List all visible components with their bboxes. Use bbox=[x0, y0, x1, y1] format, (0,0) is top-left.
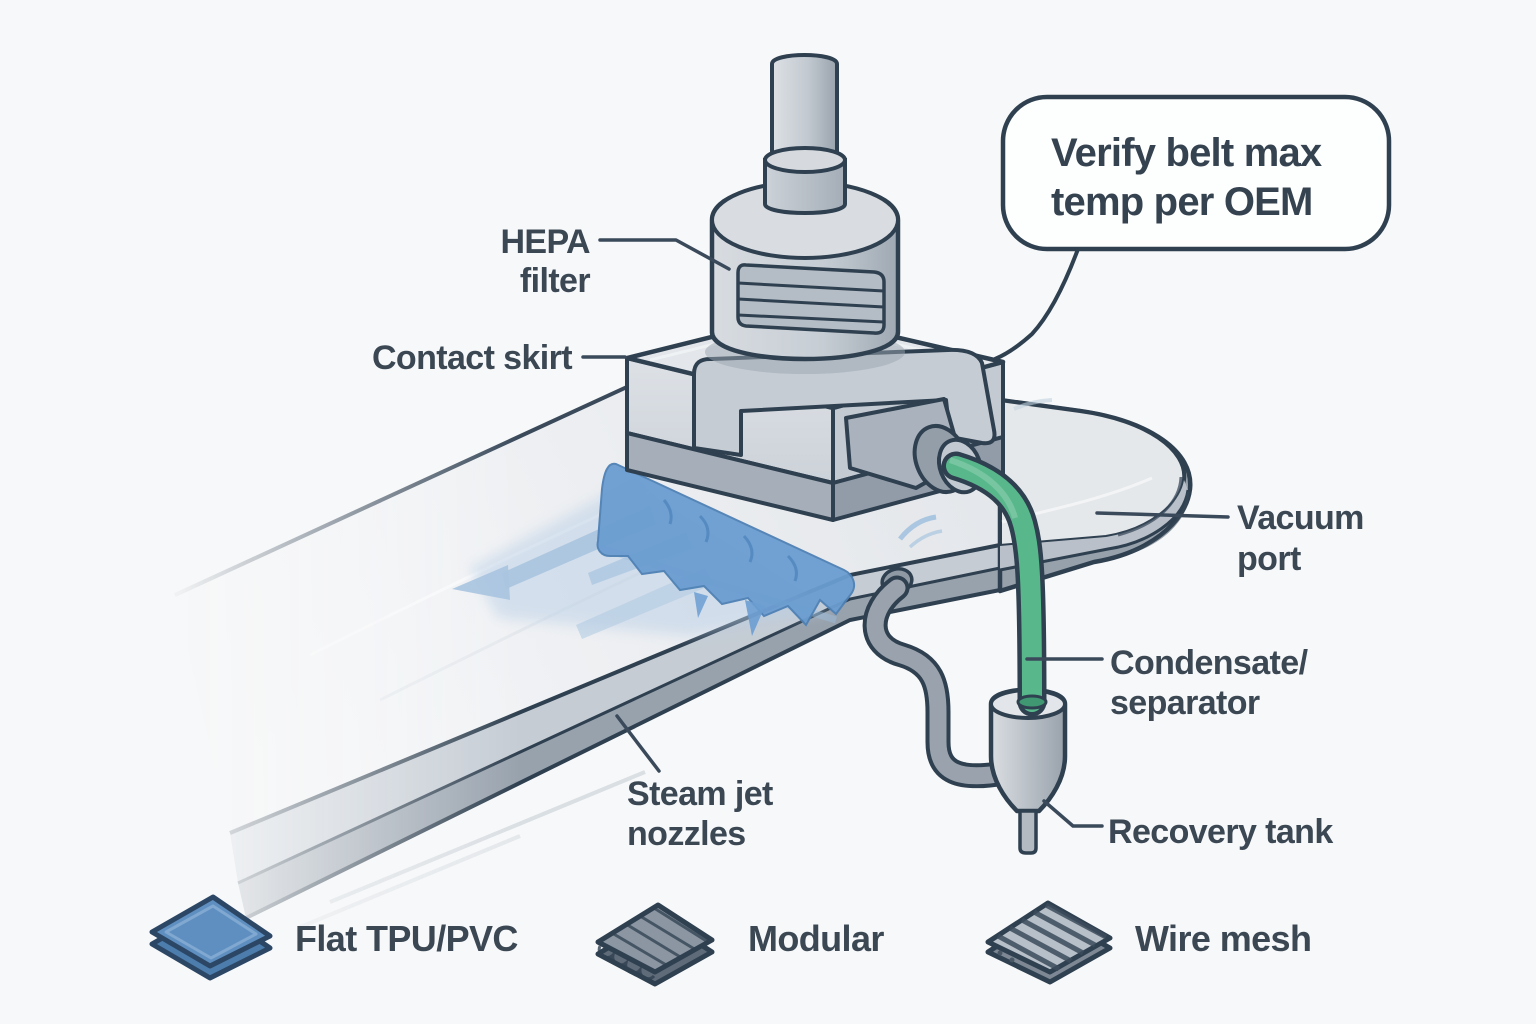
flat-belt-icon-top bbox=[149, 894, 273, 969]
modular-belt-icon-rib bbox=[625, 922, 683, 960]
modular-belt-icon-rib bbox=[611, 931, 669, 968]
hepa-panel-line bbox=[737, 313, 885, 324]
label-recovery-tank: Recovery tank bbox=[1108, 813, 1333, 851]
steam-curtain-mark bbox=[662, 499, 673, 525]
belt-front-face-upper bbox=[230, 545, 1000, 883]
belt-end-front-band bbox=[1000, 480, 1188, 570]
belt-end-contour bbox=[1117, 476, 1183, 537]
modular-belt-icon bbox=[595, 902, 715, 987]
leader-hepa-filter bbox=[598, 238, 731, 271]
hose-and-tank bbox=[862, 451, 1068, 855]
moisture-swoosh bbox=[898, 514, 937, 541]
legend-label: Modular bbox=[748, 918, 884, 959]
label-contact-skirt: Contact skirt bbox=[372, 339, 572, 377]
wire-mesh-icon-slat bbox=[1044, 902, 1108, 940]
modular-belt-icon-rib bbox=[653, 906, 709, 944]
flat-belt-icon bbox=[149, 894, 273, 981]
legend-item-wire-mesh: Wire mesh bbox=[985, 900, 1312, 985]
belt-end-contour bbox=[1131, 491, 1190, 554]
wire-mesh-icon-slat bbox=[1020, 917, 1085, 956]
belt-bottom-edge bbox=[245, 588, 1001, 920]
leader-recovery-tank bbox=[1042, 799, 1104, 828]
moisture-swoosh bbox=[1013, 398, 1053, 411]
leader-vacuum-port bbox=[1095, 511, 1230, 519]
steam-curtain-mark bbox=[742, 534, 754, 563]
label-steam-jet-nozzles: Steam jet bbox=[627, 775, 773, 813]
steam-curtain bbox=[596, 462, 856, 627]
label-hepa-filter: filter bbox=[520, 262, 590, 300]
legend-label: Flat TPU/PVC bbox=[295, 918, 518, 959]
leader-lines bbox=[581, 238, 1230, 828]
cleaning-head bbox=[624, 53, 1006, 522]
wire-mesh-icon bbox=[985, 900, 1113, 985]
modular-belt-icon-rib bbox=[639, 914, 697, 952]
vacuum-port-handle bbox=[692, 347, 997, 457]
callout-tail bbox=[993, 247, 1080, 361]
motion-line bbox=[297, 834, 521, 930]
legend-item-flat-tpu-pvc: Flat TPU/PVC bbox=[149, 894, 519, 981]
flat-belt-icon-inset bbox=[164, 904, 258, 960]
pipe-collar-rim bbox=[763, 146, 847, 174]
legend-label: Wire mesh bbox=[1135, 918, 1311, 959]
steam-arrow-head bbox=[452, 565, 510, 600]
wire-mesh-icon-top bbox=[985, 900, 1113, 975]
callout-line: Verify belt max bbox=[1051, 131, 1322, 175]
conveyor-belt-right bbox=[898, 397, 1193, 594]
labels: HEPA filter Contact skirt Vacuum port Co… bbox=[372, 223, 1364, 853]
recovery-tank-outlet-pipe bbox=[1018, 809, 1038, 855]
belt-end-stripe bbox=[999, 489, 1190, 572]
hepa-panel-line bbox=[737, 281, 885, 293]
wire-mesh-icon-rivet bbox=[1009, 957, 1015, 963]
vacuum-hose-highlight bbox=[949, 457, 1018, 519]
label-steam-jet-nozzles: nozzles bbox=[627, 815, 746, 853]
belt-stripe-edge bbox=[237, 566, 1001, 885]
wire-mesh-icon-slat bbox=[1008, 925, 1073, 964]
label-vacuum-port: Vacuum bbox=[1237, 499, 1364, 537]
motion-line bbox=[329, 770, 646, 904]
label-condensate-separator: Condensate/ bbox=[1110, 644, 1309, 682]
steam-curtain-mark bbox=[786, 554, 798, 582]
wire-mesh-icon-rivet bbox=[997, 950, 1003, 956]
wire-mesh-icon-slat bbox=[1032, 909, 1097, 948]
modular-belt-icon-top bbox=[595, 902, 715, 975]
label-vacuum-port: port bbox=[1237, 540, 1301, 578]
steam-spray bbox=[452, 462, 856, 639]
callout-line: temp per OEM bbox=[1051, 180, 1313, 224]
steam-drip bbox=[694, 592, 708, 618]
moisture-swoosh bbox=[908, 529, 943, 549]
belt-type-legend: Flat TPU/PVC Modular bbox=[149, 894, 1312, 987]
belt-back-edge bbox=[174, 356, 691, 597]
label-condensate-separator: separator bbox=[1110, 684, 1260, 722]
drain-hose bbox=[866, 579, 1013, 785]
label-hepa-filter: HEPA bbox=[500, 223, 590, 261]
wire-mesh-icon-slat bbox=[996, 933, 1061, 972]
steam-drip bbox=[745, 600, 765, 636]
hose-entry-ring bbox=[1016, 694, 1048, 710]
leader-steam-jet-nozzles bbox=[615, 714, 661, 773]
steam-curtain-mark bbox=[698, 514, 710, 543]
callout-box bbox=[1000, 94, 1392, 252]
legend-item-modular: Modular bbox=[595, 902, 885, 987]
hepa-panel-line bbox=[737, 297, 885, 309]
callout-bubble: Verify belt max temp per OEM bbox=[993, 94, 1392, 361]
inlet-pipe bbox=[770, 53, 839, 170]
pipe-collar bbox=[763, 158, 847, 215]
modular-belt-icon-scallops bbox=[597, 945, 656, 981]
